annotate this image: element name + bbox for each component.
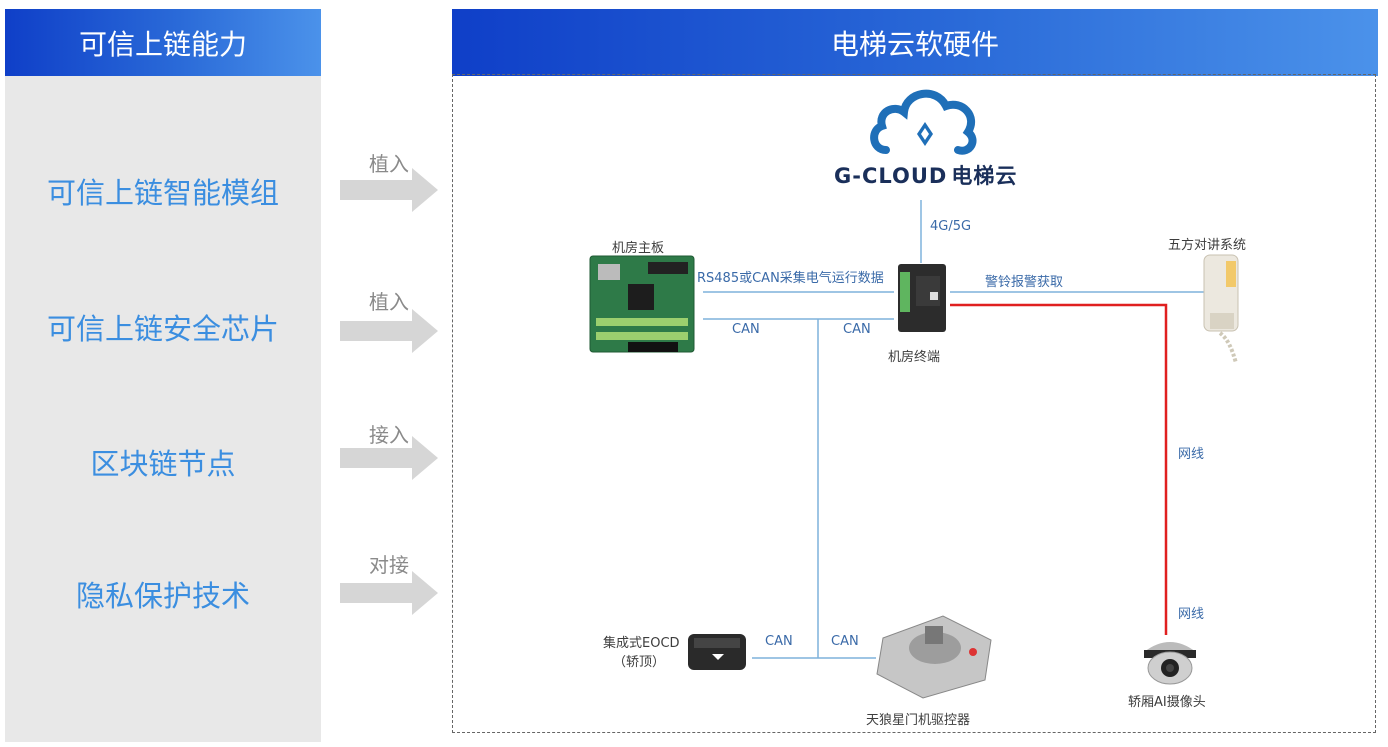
right-arrow-icon bbox=[340, 168, 438, 212]
action-label-dock: 对接 bbox=[369, 553, 409, 577]
door-controller-icon bbox=[876, 615, 992, 699]
right-arrow-icon bbox=[340, 571, 438, 615]
cloud-logo-icon bbox=[870, 89, 977, 155]
dome-camera-icon bbox=[1144, 642, 1196, 685]
left-header-title: 可信上链能力 bbox=[78, 27, 247, 61]
intercom-phone-icon bbox=[1203, 254, 1239, 364]
label-can-3: CAN bbox=[765, 634, 793, 649]
capability-item-module: 可信上链智能模组 bbox=[46, 176, 279, 210]
label-eocd-sub: （轿顶） bbox=[613, 655, 666, 670]
label-can-1: CAN bbox=[732, 322, 760, 337]
label-rs485: RS485或CAN采集电气运行数据 bbox=[697, 271, 884, 286]
label-camera: 轿厢AI摄像头 bbox=[1128, 695, 1206, 710]
label-cable-2: 网线 bbox=[1178, 607, 1205, 622]
label-can-4: CAN bbox=[831, 634, 859, 649]
right-arrow-icon bbox=[340, 436, 438, 480]
main-board-icon bbox=[589, 255, 695, 353]
label-eocd: 集成式EOCD bbox=[603, 636, 680, 651]
left-panel bbox=[5, 76, 321, 742]
left-header: 可信上链能力 bbox=[5, 9, 321, 76]
capability-item-chip: 可信上链安全芯片 bbox=[46, 312, 279, 346]
label-4g5g: 4G/5G bbox=[930, 219, 972, 234]
right-arrow-icon bbox=[340, 309, 438, 353]
label-intercom: 五方对讲系统 bbox=[1168, 238, 1247, 253]
hardware-diagram-frame bbox=[452, 74, 1376, 733]
capability-item-node: 区块链节点 bbox=[90, 447, 236, 481]
action-label-implant-1: 植入 bbox=[369, 152, 409, 176]
right-header: 电梯云软硬件 bbox=[452, 9, 1378, 76]
label-terminal: 机房终端 bbox=[888, 350, 941, 365]
right-header-title: 电梯云软硬件 bbox=[830, 27, 999, 61]
action-label-access: 接入 bbox=[369, 423, 409, 447]
label-door-controller: 天狼星门机驱控器 bbox=[866, 713, 971, 728]
label-main-board: 机房主板 bbox=[612, 241, 665, 256]
label-can-2: CAN bbox=[843, 322, 871, 337]
capability-item-privacy: 隐私保护技术 bbox=[75, 579, 250, 613]
label-cable-1: 网线 bbox=[1178, 447, 1205, 462]
eocd-device-icon bbox=[688, 634, 746, 670]
label-alarm: 警铃报警获取 bbox=[985, 275, 1064, 290]
line-network-red bbox=[950, 303, 1168, 635]
terminal-device-icon bbox=[898, 264, 946, 332]
action-label-implant-2: 植入 bbox=[369, 290, 409, 314]
